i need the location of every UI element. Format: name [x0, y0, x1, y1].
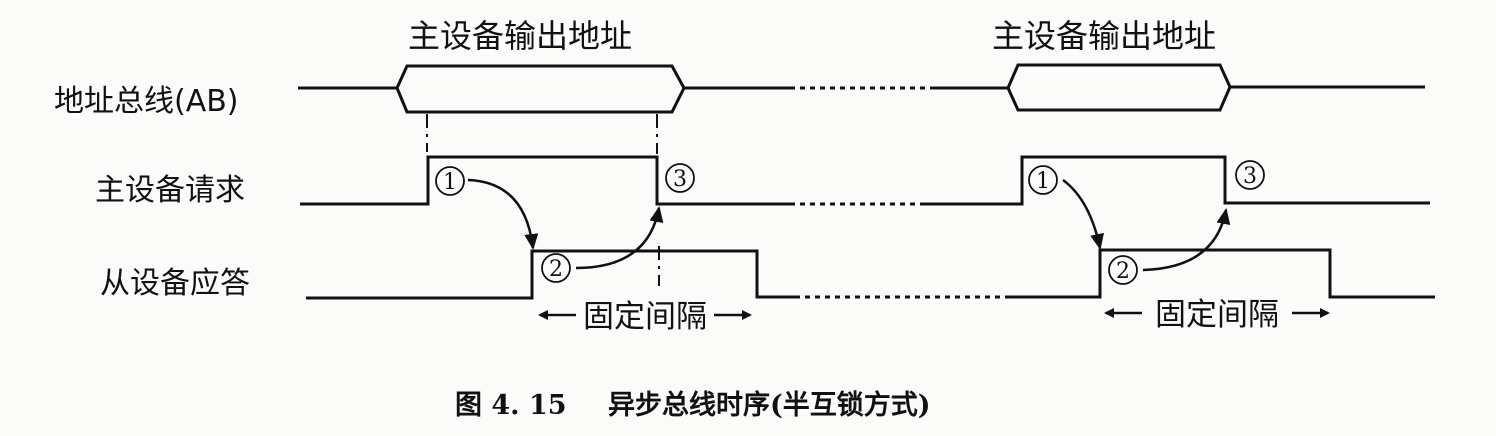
- svg-text:1: 1: [443, 170, 457, 195]
- svg-text:3: 3: [1243, 164, 1257, 189]
- master-request-label: 主设备请求: [95, 173, 245, 208]
- address-bus-label: 地址总线(AB): [54, 84, 239, 119]
- svg-text:2: 2: [1116, 259, 1130, 284]
- svg-text:1: 1: [1036, 169, 1050, 194]
- fixed-interval-1: 固定间隔: [538, 299, 752, 335]
- marker-1: 1: [435, 166, 465, 196]
- marker-3: 3: [665, 163, 695, 193]
- master-request-waveform: [300, 155, 1430, 206]
- address-output-label-2: 主设备输出地址: [992, 17, 1216, 55]
- slave-ack-waveform: [306, 248, 1435, 300]
- fixed-interval-2: 固定间隔: [1104, 297, 1330, 333]
- arrow-2-to-3: [575, 206, 664, 270]
- figure-title: 异步总线时序(半互锁方式): [608, 389, 931, 421]
- svg-text:3: 3: [673, 167, 687, 192]
- fixed-interval-label: 固定间隔: [1155, 297, 1279, 333]
- arrow-1-to-2: [1062, 178, 1104, 250]
- arrow-2-to-3: [1142, 208, 1231, 272]
- marker-3: 3: [1235, 160, 1265, 190]
- fixed-interval-label: 固定间隔: [583, 299, 707, 335]
- marker-2: 2: [1108, 255, 1138, 285]
- figure-number: 图 4. 15: [455, 390, 567, 421]
- svg-text:2: 2: [549, 257, 563, 282]
- marker-2: 2: [541, 253, 571, 283]
- address-bus-waveform: [298, 63, 1425, 114]
- slave-ack-label: 从设备应答: [100, 266, 250, 301]
- address-output-label-1: 主设备输出地址: [408, 17, 632, 55]
- marker-1: 1: [1028, 165, 1058, 195]
- arrow-1-to-2: [467, 178, 539, 250]
